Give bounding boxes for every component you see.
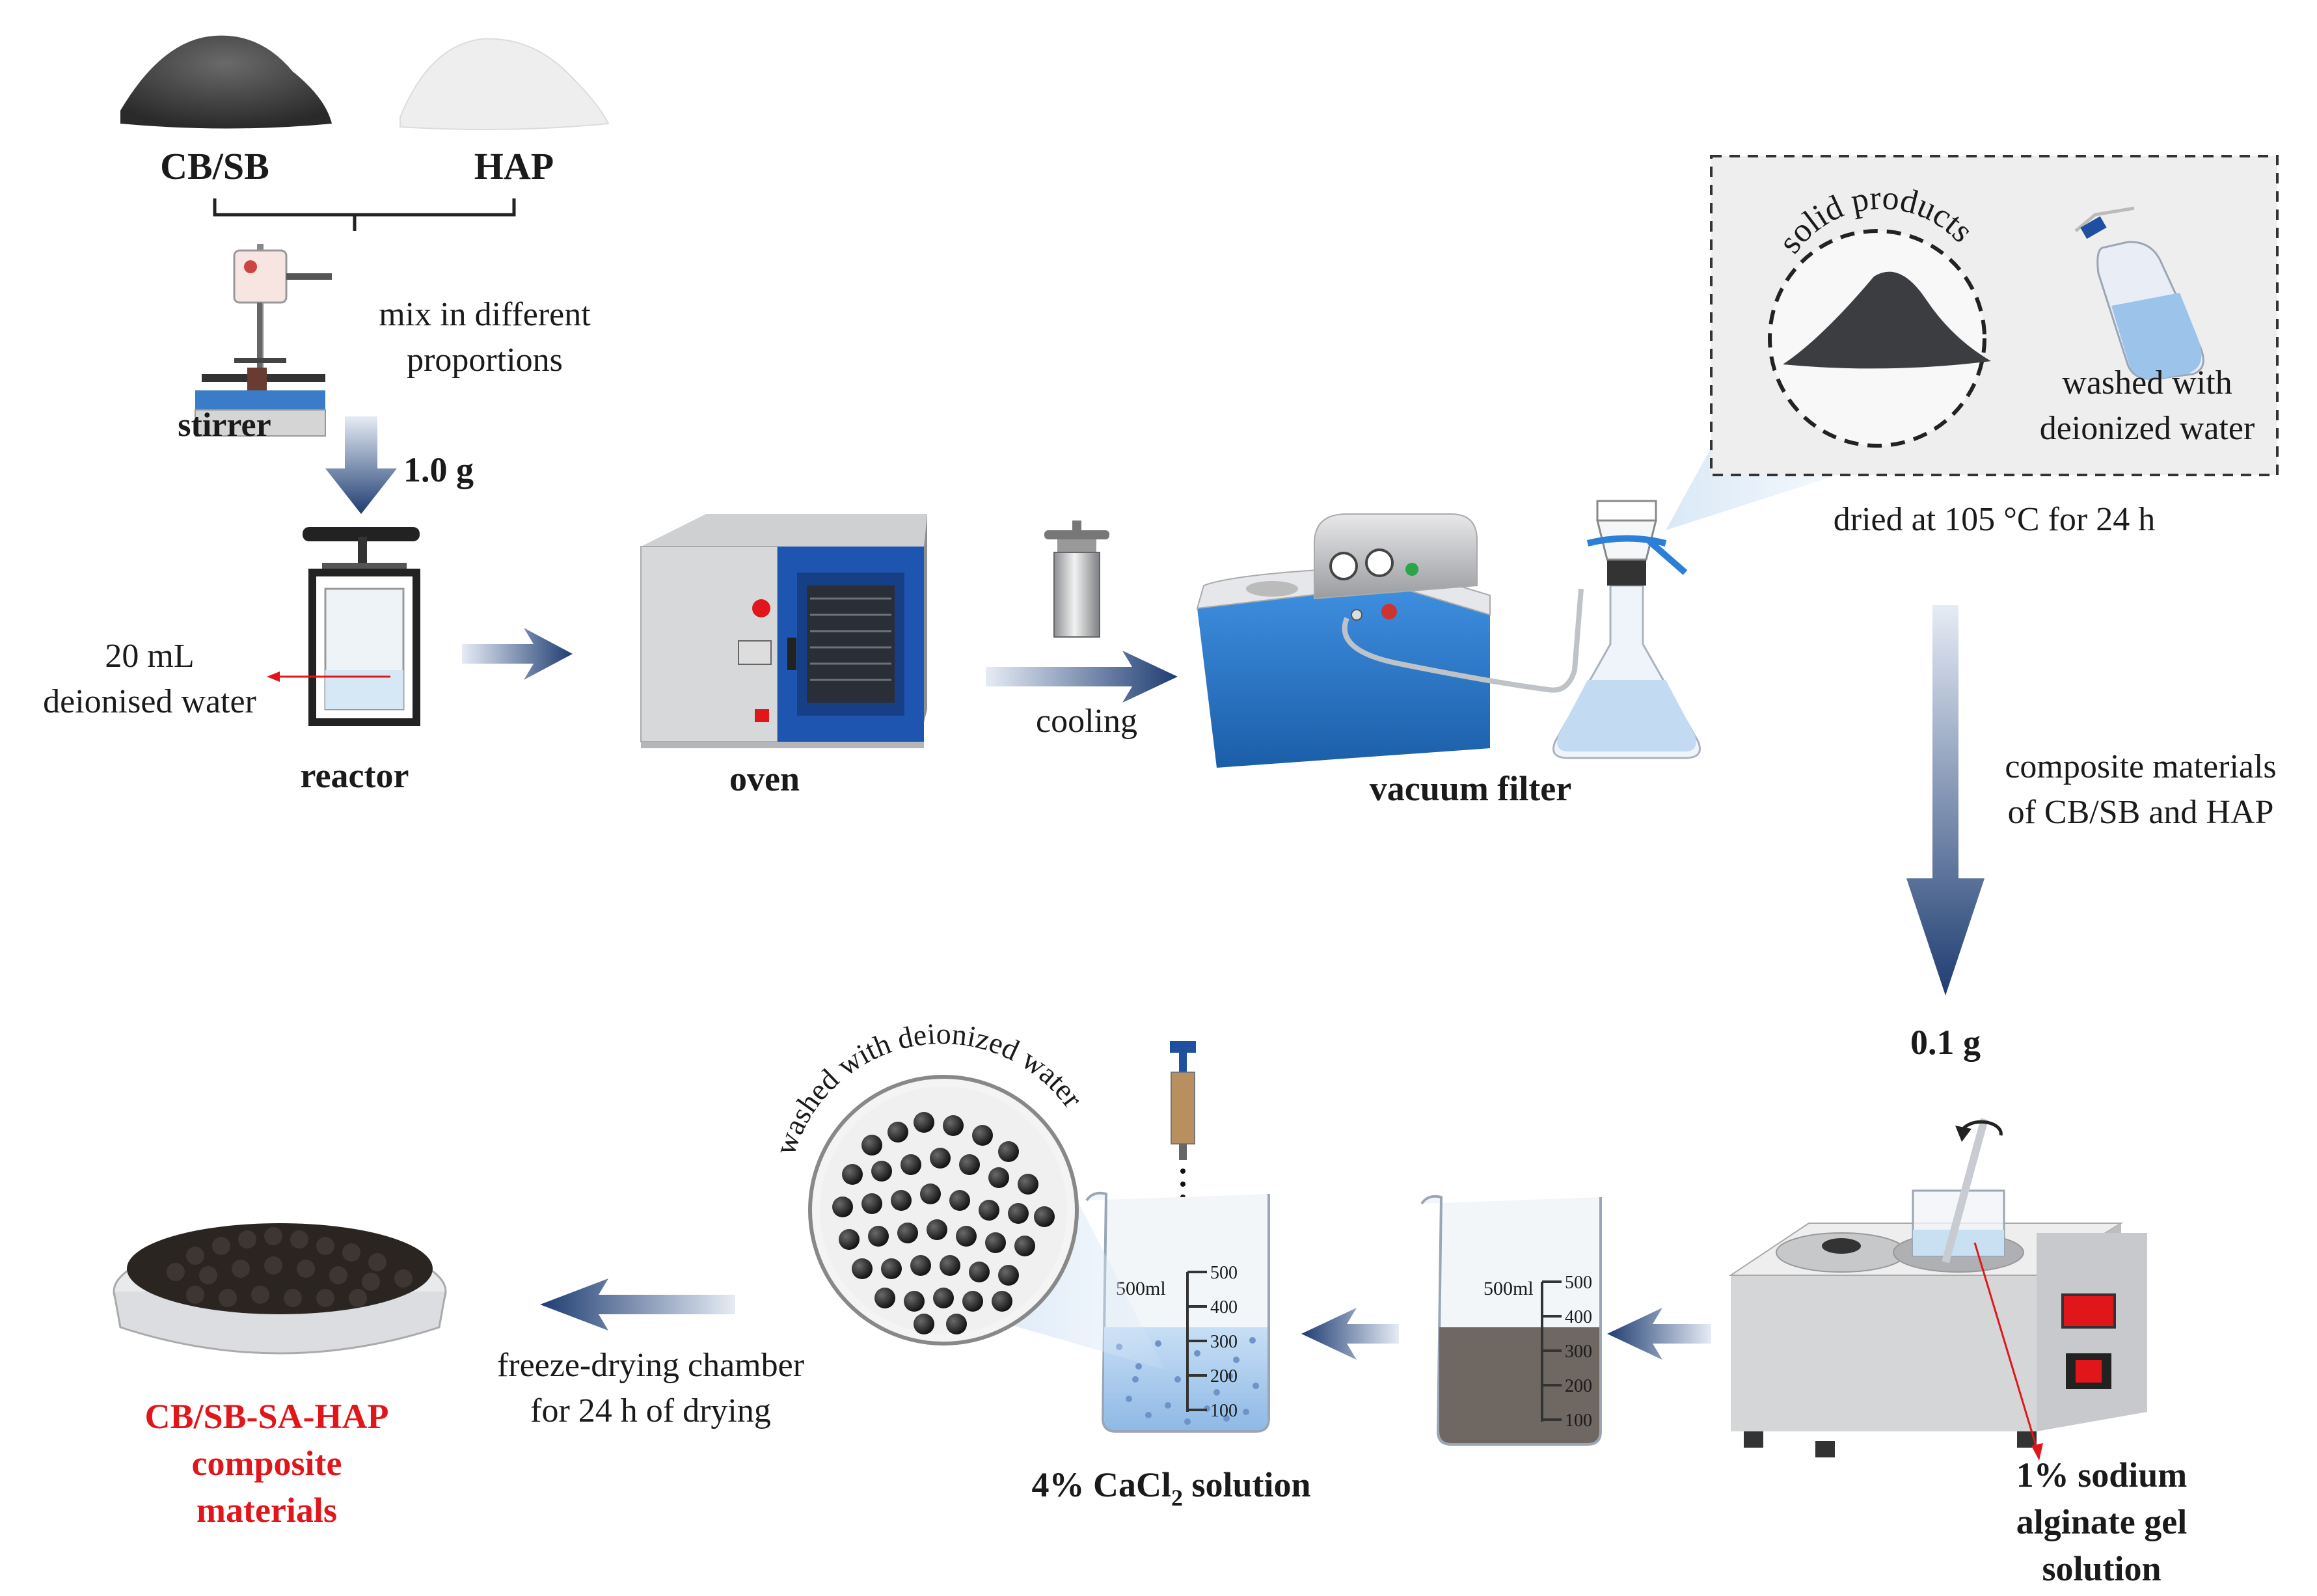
final-line2: composite bbox=[192, 1444, 342, 1483]
cbsb-label: CB/SB bbox=[160, 145, 269, 187]
mass1-label: 1.0 g bbox=[403, 450, 474, 489]
mass2-label: 0.1 g bbox=[1910, 1023, 1981, 1062]
hap-powder bbox=[400, 38, 610, 130]
reactor-pointer bbox=[267, 671, 390, 682]
reactor-icon bbox=[303, 527, 420, 726]
sodium-line1: 1% sodium bbox=[2016, 1455, 2188, 1495]
wash-note-line1: washed with bbox=[2062, 364, 2232, 401]
cbsb-powder bbox=[120, 35, 332, 129]
arrow-heater-to-beaker bbox=[1607, 1308, 1711, 1360]
bead-dish-icon bbox=[808, 1075, 1079, 1346]
solid-products-inset bbox=[1710, 155, 2279, 476]
arrow-down-to-reactor bbox=[325, 416, 397, 514]
vacuum-label: vacuum filter bbox=[1370, 769, 1571, 808]
water-bath-icon bbox=[1728, 1118, 2147, 1457]
hap-label: HAP bbox=[474, 145, 554, 187]
final-line3: materials bbox=[196, 1491, 337, 1530]
arrow-oven-to-vacuum bbox=[986, 651, 1178, 703]
stirrer-icon bbox=[195, 244, 332, 437]
arrow-reactor-to-oven bbox=[462, 628, 573, 680]
composite-note-line1: composite materials bbox=[2005, 748, 2276, 785]
arrow-down-composite bbox=[1906, 605, 1985, 995]
beaker1-100: 100 bbox=[1565, 1411, 1592, 1431]
beaker1-300: 300 bbox=[1565, 1342, 1592, 1362]
freeze-note-line1: freeze-drying chamber bbox=[497, 1347, 804, 1384]
filter-flask-icon bbox=[1552, 500, 1701, 759]
beaker2-100: 100 bbox=[1210, 1401, 1238, 1421]
mix-note-line1: mix in different bbox=[379, 296, 591, 333]
final-product-dish-icon bbox=[113, 1223, 447, 1355]
beaker2-200: 200 bbox=[1210, 1366, 1238, 1386]
wash-note-line2: deionized water bbox=[2040, 410, 2255, 447]
cooling-label: cooling bbox=[1036, 703, 1137, 740]
beaker2-500: 500 bbox=[1210, 1263, 1238, 1283]
beaker1-ml: 500ml bbox=[1484, 1278, 1534, 1299]
stirrer-label: stirrer bbox=[178, 407, 271, 444]
autoclave-icon bbox=[1044, 521, 1109, 638]
final-line1: CB/SB-SA-HAP bbox=[144, 1397, 388, 1436]
cacl2-label: 4% CaCl2 solution bbox=[1031, 1465, 1310, 1511]
vacuum-pump-icon bbox=[1196, 513, 1491, 768]
dried-note: dried at 105 °C for 24 h bbox=[1834, 501, 2155, 538]
beaker1-400: 400 bbox=[1565, 1307, 1592, 1327]
arrow-beaker-to-cacl2 bbox=[1301, 1308, 1399, 1360]
mixture-beaker-icon bbox=[1420, 1195, 1602, 1446]
sodium-pointer bbox=[1973, 1242, 2043, 1461]
water-note-line2: deionised water bbox=[43, 683, 256, 720]
beaker1-500: 500 bbox=[1565, 1273, 1592, 1293]
sodium-line2: alginate gel bbox=[2016, 1502, 2187, 1541]
oven-label: oven bbox=[729, 759, 800, 798]
oven-icon bbox=[640, 514, 927, 748]
rotate-icon bbox=[1955, 1120, 2003, 1142]
reactor-label: reactor bbox=[301, 756, 409, 795]
cacl2-beaker-icon bbox=[1085, 1191, 1270, 1433]
composite-note-line2: of CB/SB and HAP bbox=[2008, 794, 2274, 831]
mix-note-line2: proportions bbox=[407, 342, 563, 379]
arrow-to-final bbox=[540, 1278, 735, 1331]
sodium-line3: solution bbox=[2042, 1549, 2161, 1588]
beaker1-200: 200 bbox=[1565, 1376, 1592, 1396]
beaker2-300: 300 bbox=[1210, 1332, 1238, 1352]
freeze-note-line2: for 24 h of drying bbox=[530, 1392, 771, 1429]
vacuum-tube bbox=[1342, 588, 1584, 693]
beaker2-400: 400 bbox=[1210, 1297, 1238, 1318]
merge-bracket bbox=[213, 198, 516, 231]
water-note-line1: 20 mL bbox=[105, 638, 194, 675]
